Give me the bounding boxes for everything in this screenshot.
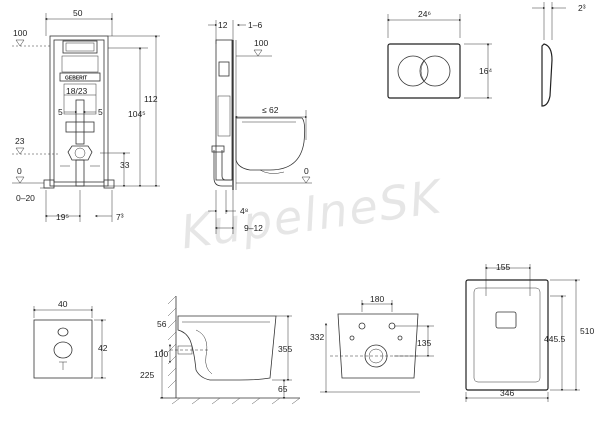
panel-height-label: 42 [98,343,108,353]
wall-panel-view: 40 42 [32,299,108,380]
side-65-label: 65 [278,384,288,394]
toilet-back-view: 180 135 332 [310,294,434,394]
back-135-label: 135 [417,338,431,348]
top-level-label: 100 [13,28,27,38]
pipe-right-label: 5 [98,107,103,117]
plate-height-label: 16⁴ [479,66,492,76]
watermark: KupelneSK [178,169,448,259]
toilet-top-view: 155 445.5 510 346 [464,262,594,402]
side-100-label: 100 [154,349,168,359]
top-346-label: 346 [500,388,514,398]
side-top-a-label: 12 [218,20,228,30]
height-23-label: 23 [15,136,25,146]
side-top-level-label: 100 [254,38,268,48]
depth-label: ≤ 62 [262,105,279,115]
back-180-label: 180 [370,294,384,304]
top-510-label: 510 [580,326,594,336]
side-bottom-b-label: 9–12 [244,223,263,233]
brand-label: GEBERIT [65,76,87,82]
frame-side-view: 12 1–6 100 ≤ 62 0 4⁸ [208,20,312,234]
frame-front-view: 50 GEBERIT 100 23 0 [12,8,160,222]
flush-plate-front: 24⁶ 16⁴ [386,9,492,100]
side-225-label: 225 [140,370,154,380]
top-4455-label: 445.5 [544,334,566,344]
pipe-left-label: 5 [58,107,63,117]
flush-plate-side: 2³ [532,2,586,107]
top-155-label: 155 [496,262,510,272]
plate-thickness-label: 2³ [578,3,586,13]
bottom-right-label: 7³ [116,212,124,222]
side-bottom-a-label: 4⁸ [240,206,249,216]
zero-level-label: 0 [17,166,22,176]
frame-width-label: 50 [73,8,83,18]
height-112-label: 112 [144,94,158,104]
height-33-label: 33 [120,160,130,170]
range-label: 0–20 [16,193,35,203]
height-1045-label: 104⁵ [128,109,146,119]
back-332-label: 332 [310,332,324,342]
toilet-side-view: 56 100 225 355 65 [140,295,301,405]
side-top-b-label: 1–6 [248,20,262,30]
side-56-label: 56 [157,319,167,329]
plate-width-label: 24⁶ [418,9,431,19]
bottom-left-label: 19⁵ [56,212,69,222]
panel-width-label: 40 [58,299,68,309]
side-355-label: 355 [278,344,292,354]
flush-position-label: 18/23 [66,86,88,96]
side-zero-level-label: 0 [304,166,309,176]
